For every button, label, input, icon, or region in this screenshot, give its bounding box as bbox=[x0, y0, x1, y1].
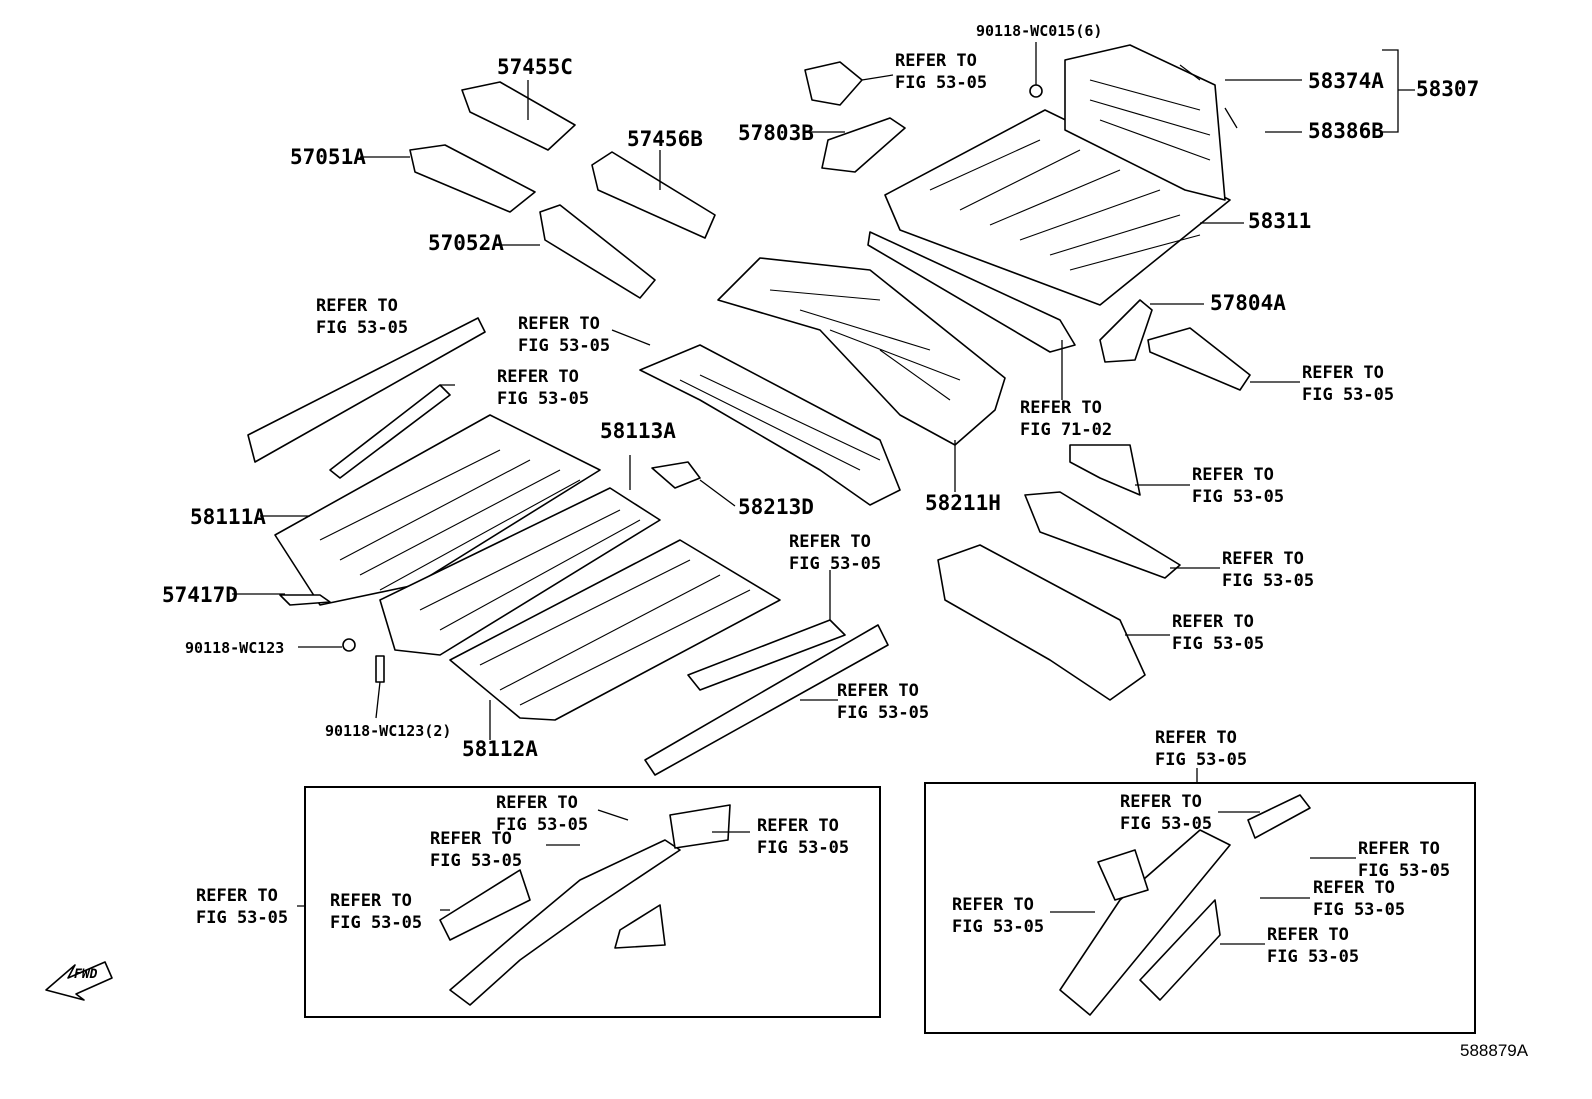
right-inset-rail bbox=[1247, 794, 1311, 839]
crossmember-refer bbox=[1024, 491, 1181, 579]
part-58111a: 58111A bbox=[190, 505, 266, 529]
refer-fig-53-05-inset-e: REFER TO FIG 53-05 bbox=[1120, 792, 1213, 834]
refer-fig-53-05-left-sill: REFER TO FIG 53-05 bbox=[316, 296, 409, 338]
refer-fig-53-05-sill-lower: REFER TO FIG 53-05 bbox=[837, 681, 930, 723]
refer-fig-71-02: REFER TO FIG 71-02 bbox=[1020, 398, 1113, 440]
side-sill-left-upper bbox=[247, 317, 486, 463]
right-inset-bracket bbox=[1097, 849, 1149, 901]
part-57417d: 57417D bbox=[162, 583, 238, 607]
part-58211h: 58211H bbox=[925, 491, 1001, 515]
part-57803b: 57803B bbox=[738, 121, 814, 145]
bolt-wc123-b bbox=[375, 655, 385, 683]
front-floor-tunnel bbox=[379, 487, 661, 656]
bracket-57803b bbox=[821, 117, 906, 173]
refer-fig-53-05-right-box: REFER TO FIG 53-05 bbox=[1155, 728, 1248, 770]
part-57456b: 57456B bbox=[627, 127, 703, 151]
refer-fig-53-05-sill-upper: REFER TO FIG 53-05 bbox=[789, 532, 882, 574]
refer-fig-53-05-inner-sill: REFER TO FIG 53-05 bbox=[497, 367, 590, 409]
bracket-58213d bbox=[651, 461, 701, 489]
right-front-side-member bbox=[1059, 829, 1231, 1016]
bracket-57804a bbox=[1099, 299, 1153, 363]
left-inset-small bbox=[614, 904, 666, 949]
part-90118-wc123: 90118-WC123 bbox=[185, 639, 285, 657]
front-floor-left bbox=[274, 414, 601, 606]
part-57052a: 57052A bbox=[428, 231, 504, 255]
refer-fig-53-05-left-box: REFER TO FIG 53-05 bbox=[196, 886, 289, 928]
inset-box-left bbox=[304, 786, 881, 1018]
refer-fig-53-05-top: REFER TO FIG 53-05 bbox=[895, 51, 988, 93]
refer-fig-53-05-inset-g: REFER TO FIG 53-05 bbox=[1313, 878, 1406, 920]
refer-fig-53-05-inset-h: REFER TO FIG 53-05 bbox=[952, 895, 1045, 937]
side-sill-center-lower bbox=[644, 624, 889, 776]
part-58307: 58307 bbox=[1416, 77, 1480, 101]
refer-fig-53-05-inset-f: REFER TO FIG 53-05 bbox=[1358, 839, 1451, 881]
right-inset-apron bbox=[1139, 899, 1221, 1001]
part-58311: 58311 bbox=[1248, 209, 1312, 233]
bolt-wc123-a bbox=[342, 638, 356, 652]
refer-fig-53-05-rear-right: REFER TO FIG 53-05 bbox=[1302, 363, 1395, 405]
rear-side-member-right bbox=[1147, 327, 1251, 391]
refer-fig-53-05-inset-i: REFER TO FIG 53-05 bbox=[1267, 925, 1360, 967]
left-inset-plate bbox=[669, 804, 731, 849]
refer-fig-53-05-crossmember: REFER TO FIG 53-05 bbox=[1222, 549, 1315, 591]
refer-fig-53-05-wheelhouse: REFER TO FIG 53-05 bbox=[1172, 612, 1265, 654]
rail-57456b bbox=[591, 151, 716, 239]
bracket-refer-7102 bbox=[1069, 444, 1141, 496]
left-front-side-member bbox=[449, 839, 681, 1006]
part-58374a: 58374A bbox=[1308, 69, 1384, 93]
part-57804a: 57804A bbox=[1210, 291, 1286, 315]
part-90118-wc123-2: 90118-WC123(2) bbox=[325, 722, 452, 740]
bolt-wc015 bbox=[1029, 84, 1043, 98]
side-sill-center-upper bbox=[687, 619, 846, 691]
part-58213d: 58213D bbox=[738, 495, 814, 519]
rail-57051a bbox=[409, 144, 536, 213]
part-57051a: 57051A bbox=[290, 145, 366, 169]
diagram-id: 588879A bbox=[1460, 1041, 1529, 1060]
part-58386b: 58386B bbox=[1308, 119, 1384, 143]
refer-fig-53-05-inset-c: REFER TO FIG 53-05 bbox=[757, 816, 850, 858]
part-58113a: 58113A bbox=[600, 419, 676, 443]
part-57455c: 57455C bbox=[497, 55, 573, 79]
bolt-57417d bbox=[279, 594, 331, 606]
bracket-refer-top bbox=[804, 61, 863, 106]
rail-57052a bbox=[539, 204, 656, 299]
rear-wheelhouse bbox=[937, 544, 1146, 701]
part-58112a: 58112A bbox=[462, 737, 538, 761]
fwd-arrow-icon bbox=[45, 961, 113, 1001]
center-floor-pan bbox=[717, 257, 1006, 446]
fwd-label: FWD bbox=[74, 967, 98, 982]
refer-fig-53-05-inset-b: REFER TO FIG 53-05 bbox=[430, 829, 523, 871]
left-inset-bracket bbox=[439, 869, 531, 941]
side-sill-left-inner bbox=[329, 384, 451, 479]
refer-fig-53-05-inset-d: REFER TO FIG 53-05 bbox=[330, 891, 423, 933]
inset-box-right bbox=[924, 782, 1476, 1034]
part-90118-wc015: 90118-WC015(6) bbox=[976, 22, 1103, 40]
refer-fig-53-05-inset-a: REFER TO FIG 53-05 bbox=[496, 793, 589, 835]
rail-57455c bbox=[461, 81, 576, 151]
refer-fig-53-05-center: REFER TO FIG 53-05 bbox=[518, 314, 611, 356]
refer-fig-53-05-bracket: REFER TO FIG 53-05 bbox=[1192, 465, 1285, 507]
